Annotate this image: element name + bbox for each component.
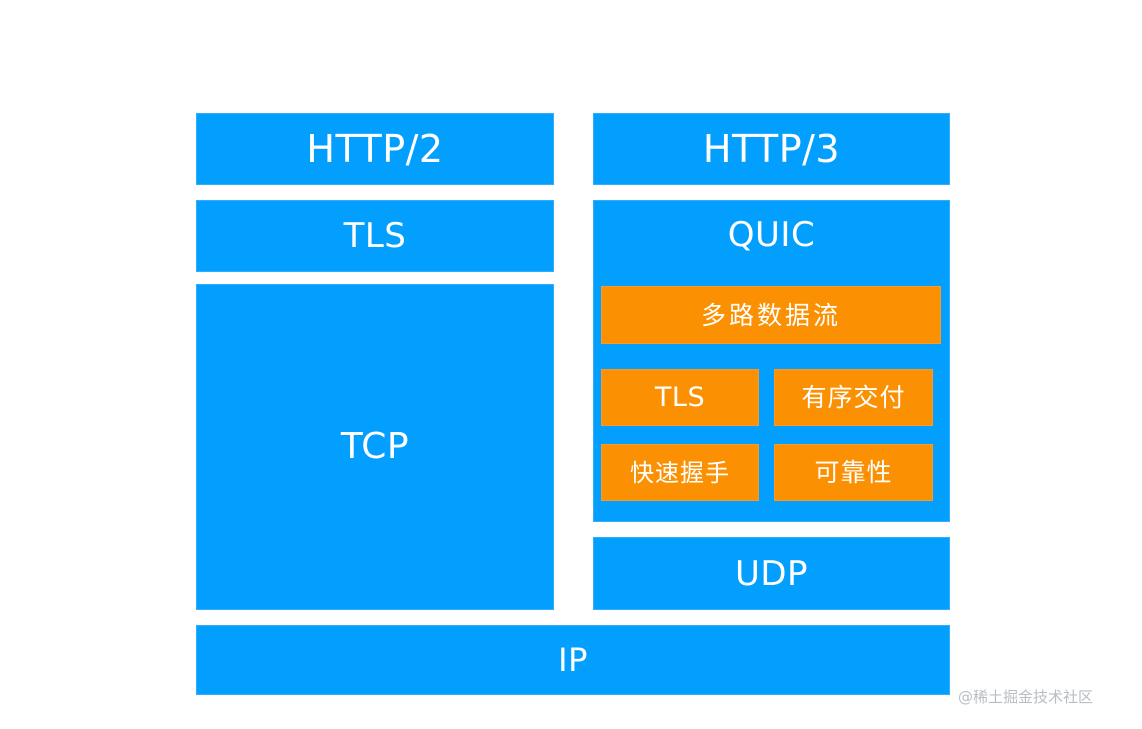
quic-feature-fast-handshake: 快速握手 [601, 444, 759, 501]
quic-feature-tls: TLS [601, 369, 759, 426]
quic-layer-block: QUIC 多路数据流 TLS 有序交付 快速握手 可靠性 [593, 200, 950, 522]
udp-layer-block: UDP [593, 537, 950, 610]
ip-layer-block: IP [196, 625, 950, 695]
http3-layer-block: HTTP/3 [593, 113, 950, 185]
tls-layer-block: TLS [196, 200, 554, 272]
quic-feature-ordered-delivery: 有序交付 [774, 369, 933, 426]
watermark-text: @稀土掘金技术社区 [958, 688, 1094, 706]
tcp-layer-block: TCP [196, 284, 554, 610]
quic-layer-label: QUIC [727, 215, 816, 255]
quic-feature-multiplexed-streams: 多路数据流 [601, 286, 941, 344]
http2-layer-block: HTTP/2 [196, 113, 554, 185]
quic-feature-reliability: 可靠性 [774, 444, 933, 501]
